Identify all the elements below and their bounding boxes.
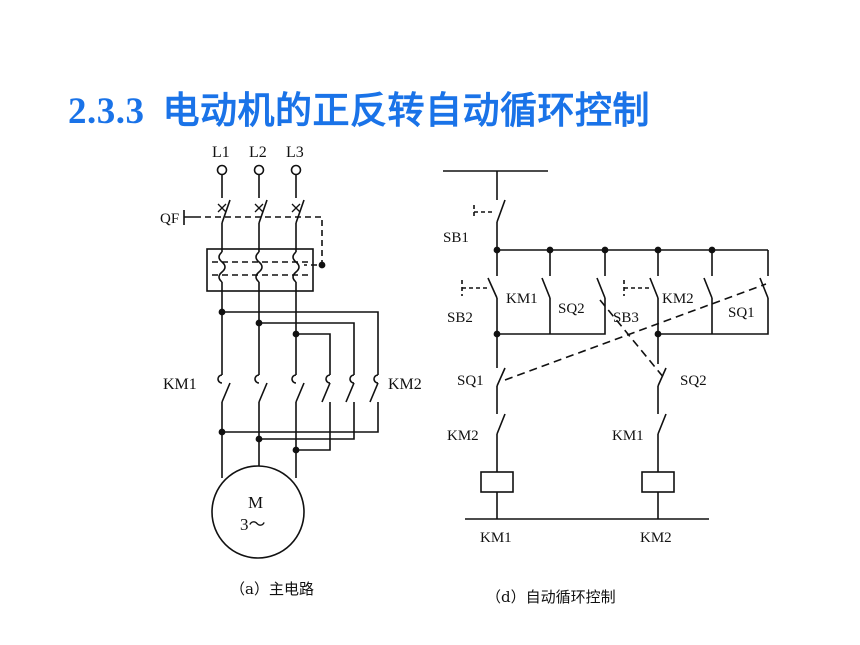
phase-label-l1: L1 <box>212 144 230 161</box>
coil-km1-label: KM1 <box>480 530 512 546</box>
sq1-nc-label: SQ1 <box>457 373 484 389</box>
km2-hold-label: KM2 <box>662 291 694 307</box>
phase-label-l3: L3 <box>286 144 304 161</box>
main-km1-label: KM1 <box>163 376 197 393</box>
section-number: 2.3.3 <box>68 91 145 132</box>
terminal-l2 <box>253 164 265 176</box>
km1-hold-label: KM1 <box>506 291 538 307</box>
section-title: 电动机的正反转自动循环控制 <box>162 89 650 132</box>
main-circuit: L1 L2 L3 QF KM1 KM2 <box>160 144 422 559</box>
page-title: 2.3.3 电动机的正反转自动循环控制 <box>68 80 650 134</box>
sb2-label: SB2 <box>447 310 473 326</box>
coil-km2 <box>641 471 675 493</box>
sb1-label: SB1 <box>443 230 469 246</box>
protection-block <box>206 248 314 292</box>
terminal-l3 <box>290 164 302 176</box>
motor-label: M <box>248 493 263 512</box>
motor-symbol <box>211 465 305 559</box>
km1-interlock-label: KM1 <box>612 428 644 444</box>
caption-control-circuit: （d）自动循环控制 <box>486 588 616 606</box>
sq2-nc-label: SQ2 <box>680 373 707 389</box>
sq2-top-label: SQ2 <box>558 301 585 317</box>
motor-phase-label: 3～ <box>240 515 266 534</box>
caption-main-circuit: （a）主电路 <box>230 580 314 598</box>
terminal-l1 <box>216 164 228 176</box>
breaker-label: QF <box>160 211 179 227</box>
phase-label-l2: L2 <box>249 144 267 161</box>
sq1-top-label: SQ1 <box>728 305 755 321</box>
main-km2-label: KM2 <box>388 376 422 393</box>
coil-km2-label: KM2 <box>640 530 672 546</box>
control-circuit: SB1 SB2 KM1 SQ2 SB3 KM2 SQ1 <box>443 170 769 546</box>
coil-km1 <box>480 471 514 493</box>
sb3-label: SB3 <box>613 310 639 326</box>
km2-interlock-label: KM2 <box>447 428 479 444</box>
